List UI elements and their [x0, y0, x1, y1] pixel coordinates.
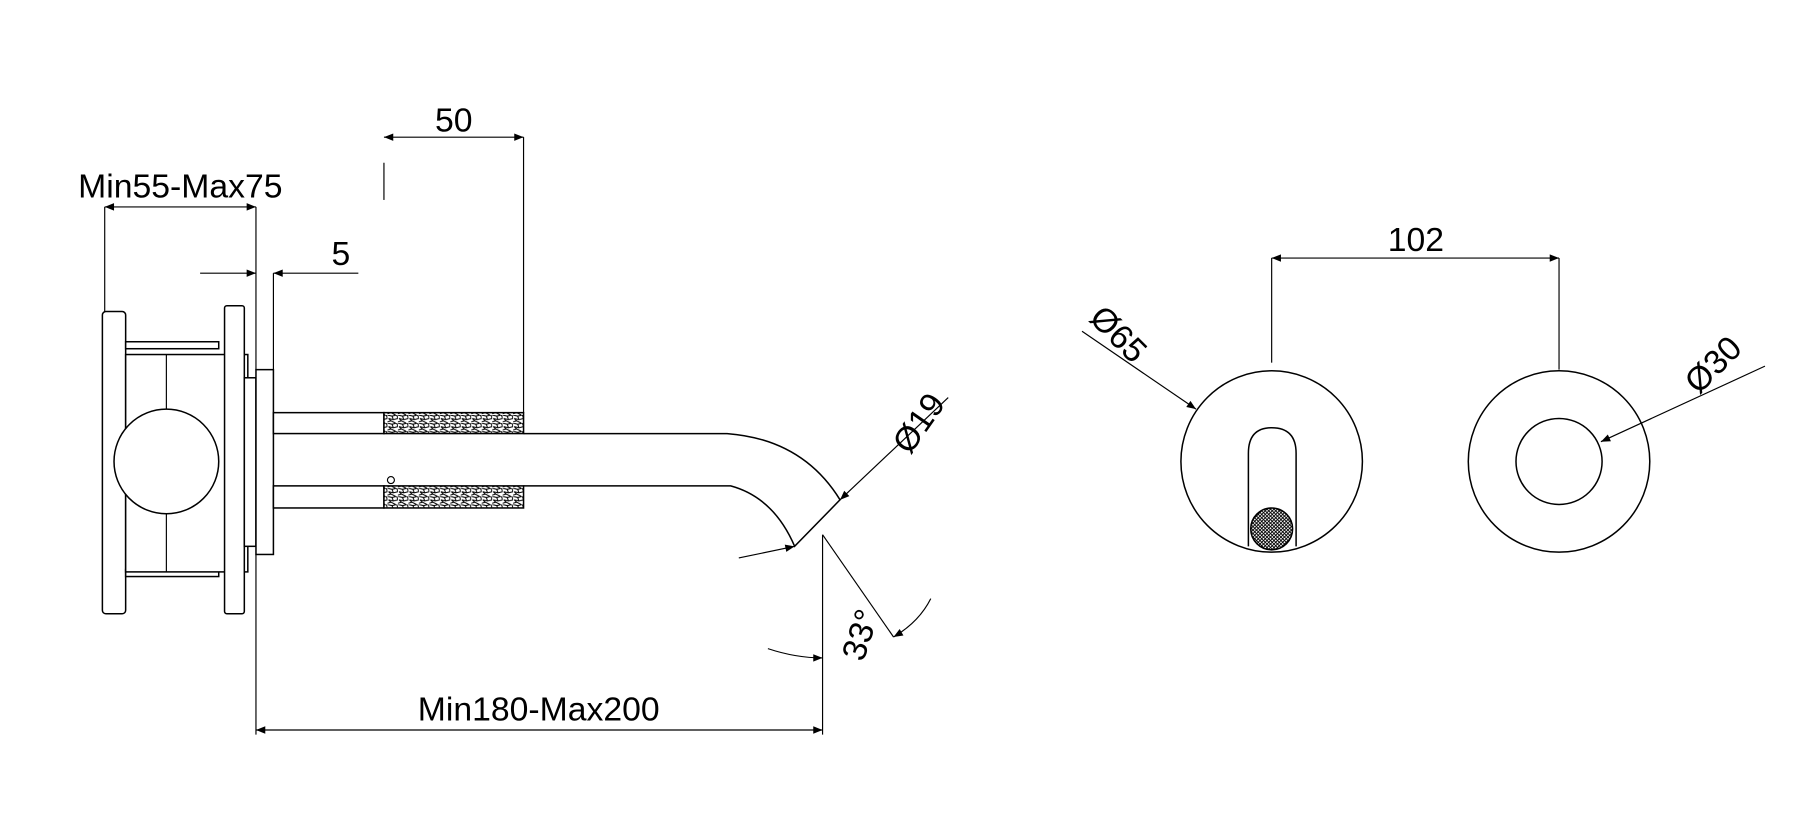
dimension-50: 50	[383, 101, 525, 413]
side-view: 50 Min55-Max75 5 Ø19 33°	[78, 101, 953, 735]
valve-cartridge	[113, 408, 220, 515]
dimension-label: 50	[435, 101, 473, 139]
dimension-label: Ø19	[885, 386, 953, 460]
dimension-wall-depth: Min55-Max75	[78, 168, 283, 370]
textured-sleeve-top	[383, 411, 525, 435]
dimension-label: 5	[332, 235, 351, 273]
dimension-label: 102	[1388, 221, 1444, 259]
dimension-5: 5	[200, 235, 359, 370]
dimension-label: 33°	[835, 605, 887, 665]
front-mounting-flange	[223, 304, 246, 615]
dimension-label: Ø65	[1082, 298, 1154, 370]
dimension-label: Min180-Max200	[418, 691, 660, 729]
dimension-label: Ø30	[1677, 329, 1749, 401]
front-view: 102 Ø65 Ø30	[1081, 221, 1766, 553]
textured-sleeve-bottom	[383, 485, 525, 509]
dimension-label: Min55-Max75	[78, 168, 282, 206]
dimension-rosette-diameter: Ø65	[1081, 298, 1197, 410]
dimension-projection: Min180-Max200	[255, 554, 823, 735]
handle	[1515, 417, 1603, 506]
dimension-102: 102	[1271, 221, 1560, 370]
spout	[272, 411, 841, 548]
aerator	[1249, 507, 1294, 551]
dimension-spout-diameter: Ø19	[738, 386, 953, 559]
dimension-spout-angle: 33°	[767, 534, 932, 735]
cover-plate	[255, 368, 275, 556]
